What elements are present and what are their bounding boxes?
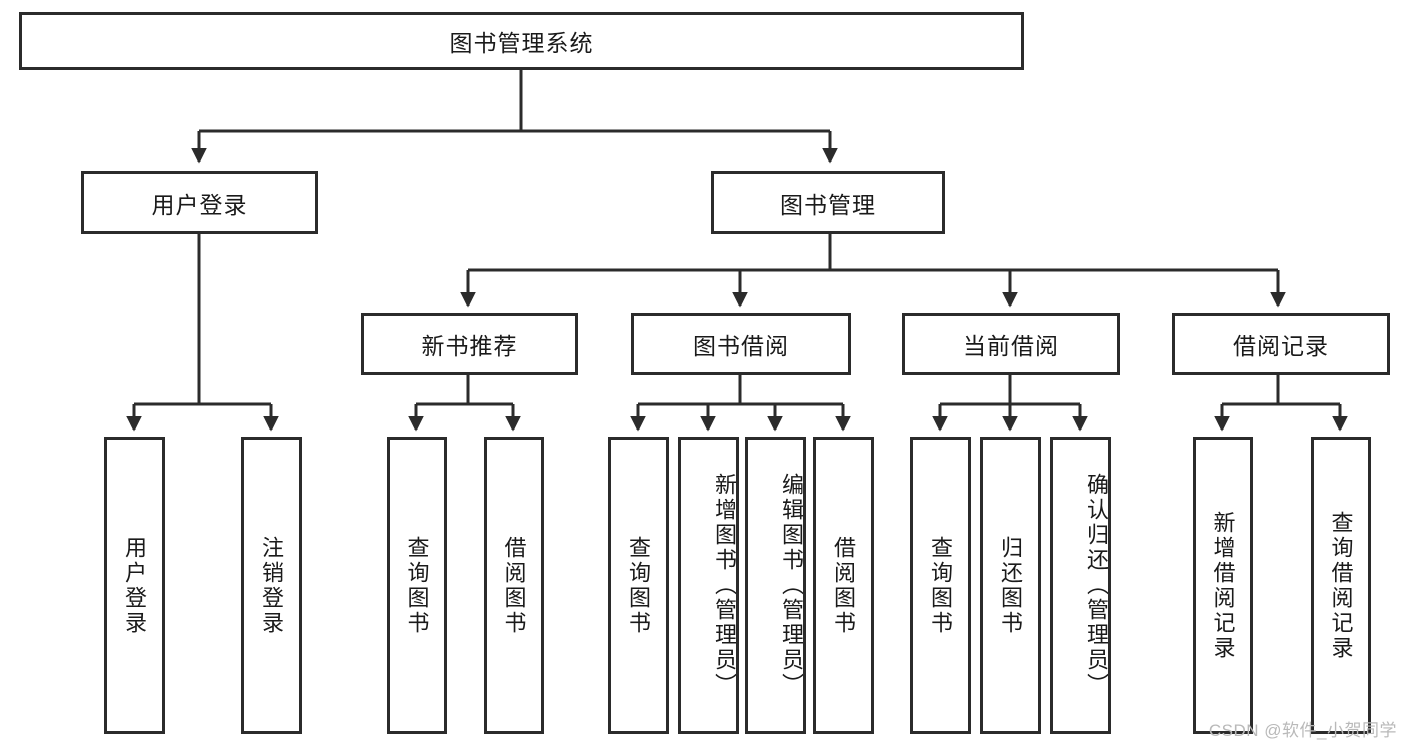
leaf-logout-login[interactable]: 注销登录 [241,437,302,734]
node-user-login-label: 用户登录 [151,191,248,218]
node-new-book-recommend-label: 新书推荐 [421,333,518,359]
node-new-book-recommend[interactable]: 新书推荐 [361,313,578,375]
node-current-borrow-label: 当前借阅 [963,333,1059,359]
leaf-borrow-book-1[interactable]: 借阅图书 [484,437,544,734]
leaf-edit-book[interactable]: 编辑图书（管理员） [745,437,806,734]
node-root[interactable]: 图书管理系统 [19,12,1024,70]
leaf-query-record[interactable]: 查询借阅记录 [1311,437,1371,734]
node-book-management-label: 图书管理 [780,191,876,218]
leaf-confirm-return-label: 确认归还（管理员） [1084,473,1109,698]
leaf-query-book-3-label: 查询图书 [928,535,954,636]
leaf-add-book-label: 新增图书（管理员） [712,473,737,698]
leaf-logout-login-label: 注销登录 [259,535,285,636]
leaf-add-record[interactable]: 新增借阅记录 [1193,437,1253,734]
leaf-borrow-book-2-label: 借阅图书 [831,535,857,636]
leaf-borrow-book-1-label: 借阅图书 [501,535,527,636]
node-user-login[interactable]: 用户登录 [81,171,318,234]
leaf-return-book-label: 归还图书 [998,535,1024,636]
leaf-edit-book-label: 编辑图书（管理员） [779,473,804,698]
node-current-borrow[interactable]: 当前借阅 [902,313,1120,375]
node-borrow-record[interactable]: 借阅记录 [1172,313,1390,375]
node-book-management[interactable]: 图书管理 [711,171,945,234]
leaf-add-book[interactable]: 新增图书（管理员） [678,437,739,734]
leaf-borrow-book-2[interactable]: 借阅图书 [813,437,874,734]
watermark: CSDN @软件_小贺同学 [1208,721,1397,740]
leaf-query-record-label: 查询借阅记录 [1328,510,1354,661]
leaf-query-book-1[interactable]: 查询图书 [387,437,447,734]
leaf-add-record-label: 新增借阅记录 [1210,510,1236,661]
node-book-borrow[interactable]: 图书借阅 [631,313,851,375]
leaf-return-book[interactable]: 归还图书 [980,437,1041,734]
leaf-user-login-label: 用户登录 [122,535,148,636]
leaf-query-book-2-label: 查询图书 [626,535,652,636]
node-root-label: 图书管理系统 [449,30,594,56]
node-book-borrow-label: 图书借阅 [693,333,789,359]
leaf-query-book-2[interactable]: 查询图书 [608,437,669,734]
leaf-user-login[interactable]: 用户登录 [104,437,165,734]
leaf-confirm-return[interactable]: 确认归还（管理员） [1050,437,1111,734]
node-borrow-record-label: 借阅记录 [1233,333,1329,359]
leaf-query-book-1-label: 查询图书 [404,535,430,636]
leaf-query-book-3[interactable]: 查询图书 [910,437,971,734]
